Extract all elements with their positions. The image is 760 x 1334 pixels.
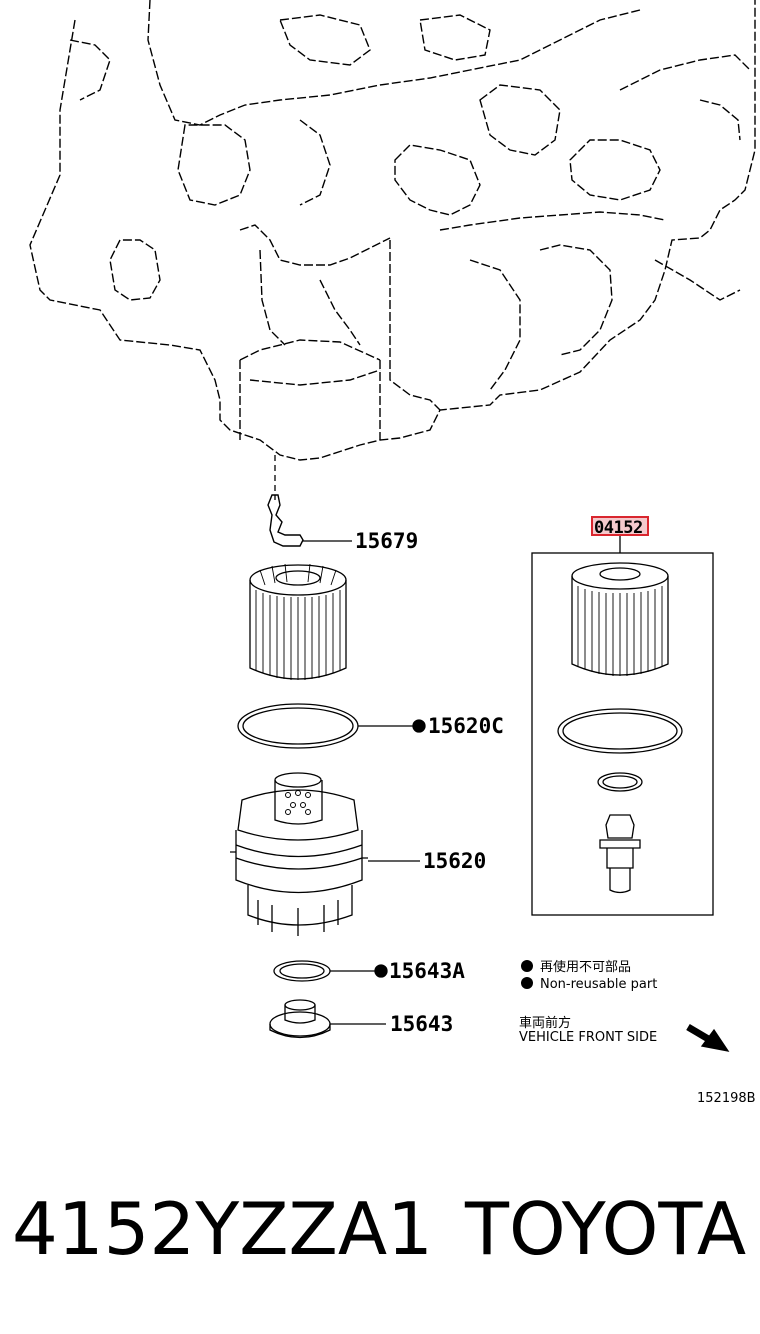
- bullet-dot-icon: [521, 960, 533, 972]
- part-label-04152-highlight[interactable]: 04152: [591, 516, 649, 538]
- part-label-15643a[interactable]: 15643A: [389, 959, 465, 983]
- diagram-code: 152198B: [697, 1091, 756, 1106]
- filter-cap-15620-drawing: [230, 772, 420, 936]
- kit-04152-drawing: [531, 536, 714, 916]
- oil-filter-element-left-drawing: [249, 563, 347, 680]
- pipe-15679-drawing: [267, 494, 352, 547]
- legend-non-reusable-en: Non-reusable part: [521, 977, 657, 992]
- vehicle-front-arrow: [686, 1023, 730, 1052]
- gasket-15643a-drawing: [273, 960, 388, 982]
- drain-plug-15643-drawing: [269, 999, 386, 1039]
- part-label-15620c[interactable]: 15620C: [428, 714, 504, 738]
- o-ring-15620c-drawing: [237, 703, 426, 749]
- engine-block-illustration: [29, 0, 756, 461]
- legend-non-reusable-jp: 再使用不可部品: [521, 956, 631, 975]
- part-label-15620[interactable]: 15620: [423, 849, 487, 873]
- part-label-15679[interactable]: 15679: [355, 529, 419, 553]
- bullet-dot-icon: [521, 977, 533, 989]
- legend-front-en: VEHICLE FRONT SIDE: [519, 1030, 658, 1045]
- footer-part-number: 4152YZZA1: [12, 1187, 433, 1271]
- footer-brand: TOYOTA: [465, 1187, 747, 1271]
- part-label-04152[interactable]: 04152: [594, 518, 643, 538]
- part-label-15643[interactable]: 15643: [390, 1012, 454, 1036]
- legend-front-jp: 車両前方: [519, 1016, 572, 1031]
